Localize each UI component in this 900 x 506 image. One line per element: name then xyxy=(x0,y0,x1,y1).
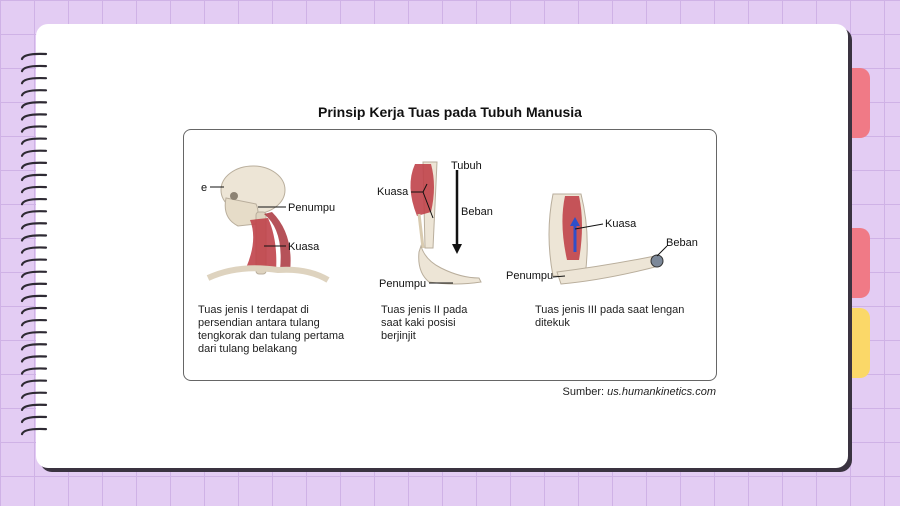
spiral-ring xyxy=(20,125,48,133)
spiral-ring xyxy=(20,294,48,303)
spiral-ring xyxy=(20,161,48,169)
spiral-ring xyxy=(20,222,48,230)
panel-neck-illustration: e Penumpu Kuasa xyxy=(201,165,335,283)
calf-muscle xyxy=(410,164,434,216)
spiral-ring xyxy=(20,173,48,182)
label-fulcrum: Penumpu xyxy=(288,202,335,214)
label-effort-short: e xyxy=(201,182,207,194)
spiral-ring xyxy=(20,318,48,327)
source-link[interactable]: us.humankinetics.com xyxy=(607,386,716,398)
spiral-ring xyxy=(20,355,48,363)
spiral-ring xyxy=(20,234,48,242)
spiral-ring xyxy=(20,149,48,157)
label-effort: Kuasa xyxy=(288,241,320,253)
caption-lever-class-3: Tuas jenis III pada saat lengan ditekuk xyxy=(535,304,685,329)
spiral-ring xyxy=(20,367,48,375)
spiral-ring xyxy=(20,52,48,61)
spiral-ring xyxy=(20,403,48,411)
spiral-ring xyxy=(20,185,48,194)
spiral-ring xyxy=(20,137,48,145)
hand-load xyxy=(650,254,664,268)
label-effort: Kuasa xyxy=(605,218,637,230)
spiral-ring xyxy=(20,197,48,206)
spiral-ring xyxy=(20,270,48,278)
caption-lever-class-1: Tuas jenis I terdapat di persendian anta… xyxy=(198,304,345,355)
label-body: Tubuh xyxy=(451,160,482,172)
spiral-ring xyxy=(20,246,48,254)
label-fulcrum: Penumpu xyxy=(379,278,426,290)
neck-muscle xyxy=(246,218,277,272)
caption-lever-class-2: Tuas jenis II pada saat kaki posisi berj… xyxy=(381,304,468,342)
spiral-ring xyxy=(20,89,48,97)
spiral-ring xyxy=(20,379,48,387)
spiral-ring xyxy=(20,391,48,399)
label-load: Beban xyxy=(461,206,493,218)
foot-shape xyxy=(418,244,482,285)
label-effort: Kuasa xyxy=(377,186,409,198)
spiral-ring xyxy=(20,331,48,339)
spiral-ring xyxy=(20,76,48,85)
spiral-ring xyxy=(20,101,48,109)
label-fulcrum: Penumpu xyxy=(506,270,553,282)
panel-foot-illustration: Tubuh Kuasa Beban Penumpu xyxy=(377,160,493,290)
spiral-ring xyxy=(20,427,48,436)
slide-title: Prinsip Kerja Tuas pada Tubuh Manusia xyxy=(318,104,582,120)
spiral-ring xyxy=(20,343,48,351)
source-prefix: Sumber: xyxy=(562,386,605,398)
panel-arm-illustration: Kuasa Beban Penumpu xyxy=(506,193,698,285)
spiral-ring xyxy=(20,306,48,315)
spiral-ring xyxy=(20,113,48,121)
spiral-binding xyxy=(20,52,48,436)
source-credit: Sumber: us.humankinetics.com xyxy=(563,386,716,398)
spiral-ring xyxy=(20,415,48,424)
spiral-ring xyxy=(20,210,48,218)
spiral-ring xyxy=(20,282,48,290)
spiral-ring xyxy=(20,64,48,73)
spiral-ring xyxy=(20,258,48,266)
biceps-muscle xyxy=(562,196,582,260)
label-load: Beban xyxy=(666,237,698,249)
